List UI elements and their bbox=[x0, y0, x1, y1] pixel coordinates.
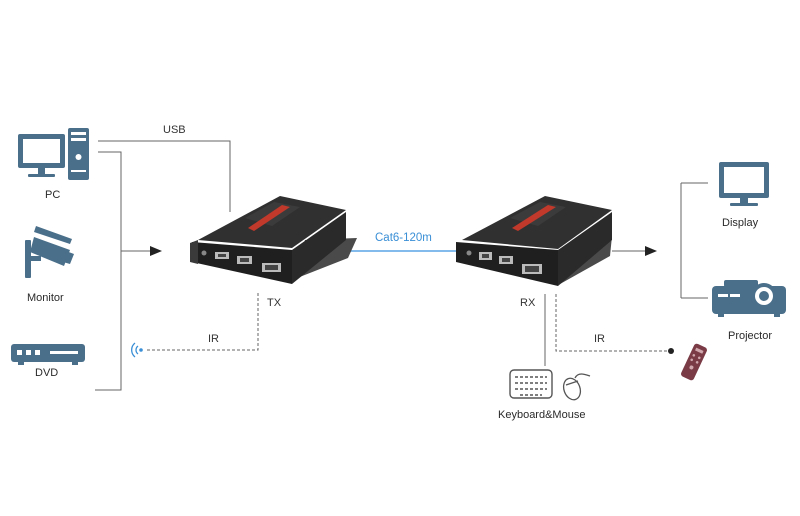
keyboard-mouse-label: Keyboard&Mouse bbox=[498, 409, 586, 421]
usb-label: USB bbox=[163, 124, 186, 136]
ir-right-label: IR bbox=[594, 333, 605, 345]
rx-extender-device bbox=[456, 196, 612, 286]
display-icon bbox=[719, 162, 769, 206]
ir-signal-icon bbox=[131, 342, 143, 358]
rx-label: RX bbox=[520, 297, 536, 309]
keyboard-icon bbox=[509, 369, 553, 399]
tx-label: TX bbox=[267, 297, 282, 309]
cat6-label: Cat6-120m bbox=[375, 232, 432, 244]
monitor-label: Monitor bbox=[27, 292, 64, 304]
dvd-player-icon bbox=[11, 344, 85, 365]
pc-icon bbox=[18, 128, 89, 180]
display-label: Display bbox=[722, 217, 759, 229]
ir-right-dot bbox=[668, 348, 674, 354]
pc-label: PC bbox=[45, 189, 61, 201]
output-arrow-head bbox=[645, 246, 657, 256]
ir-left-label: IR bbox=[208, 333, 219, 345]
mouse-icon bbox=[562, 373, 591, 401]
ir-left-line bbox=[147, 292, 259, 351]
remote-control-icon bbox=[681, 343, 707, 381]
tx-extender-device bbox=[190, 196, 357, 284]
usb-line bbox=[98, 140, 231, 212]
projector-icon bbox=[712, 280, 786, 317]
ir-right-line bbox=[555, 294, 670, 352]
connection-lines bbox=[95, 140, 708, 391]
source-bus-line bbox=[95, 151, 122, 391]
dvd-label: DVD bbox=[35, 367, 59, 379]
cctv-camera-icon bbox=[25, 226, 74, 278]
source-arrow-head bbox=[150, 246, 162, 256]
projector-label: Projector bbox=[728, 330, 773, 342]
